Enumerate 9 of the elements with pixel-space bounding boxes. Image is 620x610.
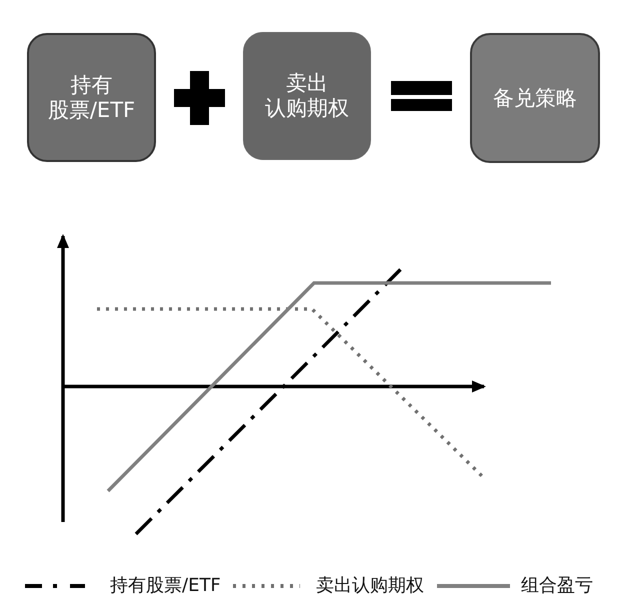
rounded-box: [243, 32, 371, 160]
legend-label: 持有股票/ETF: [110, 575, 221, 597]
legend-label: 卖出认购期权: [316, 575, 424, 597]
legend-label: 组合盈亏: [521, 575, 593, 597]
node-label: 卖出认购期权: [265, 71, 349, 121]
node-label: 备兑策略: [493, 86, 577, 110]
node-label: 持有股票/ETF: [48, 72, 136, 122]
rounded-box: [470, 33, 600, 163]
rounded-box: [27, 33, 156, 162]
